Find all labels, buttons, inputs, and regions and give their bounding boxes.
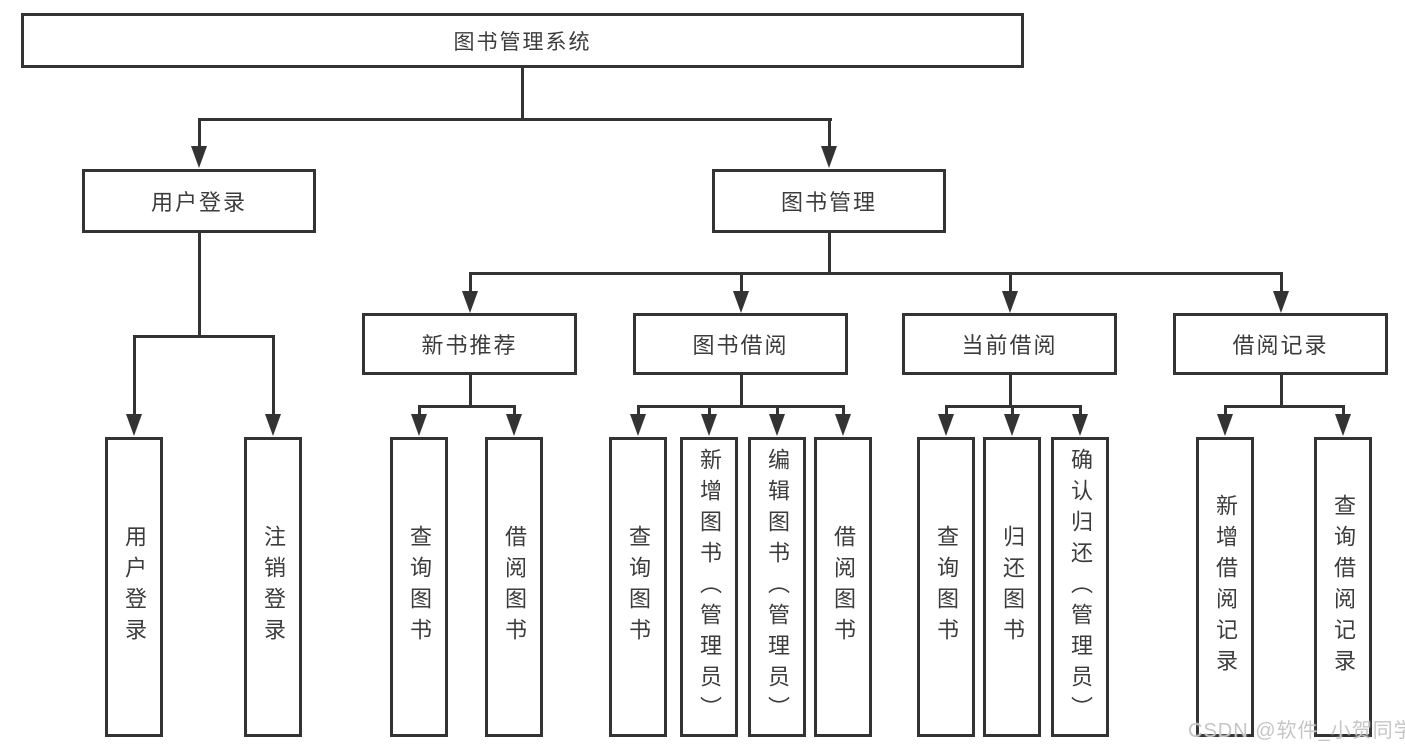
leaf-cb-query-book-label: 查询图书 [934,525,959,649]
leaf-bb-add-book-admin: 新增图书（管理员） [680,437,738,737]
connector-line [740,375,743,405]
arrow-head [411,414,427,436]
arrow-head [126,414,142,436]
node-book-borrow: 图书借阅 [633,313,848,375]
connector-line [198,233,201,335]
arrow-head [1217,414,1233,436]
arrow-head [1273,291,1289,313]
leaf-bb-borrow-book-label: 借阅图书 [831,525,856,649]
arrow-head [733,291,749,313]
connector-line [637,405,640,419]
leaf-br-query-record: 查询借阅记录 [1314,437,1372,737]
node-book-management-label: 图书管理 [780,190,877,215]
connector-line [133,335,136,417]
arrow-head [1002,291,1018,313]
connector-line [469,272,472,295]
node-user-login: 用户登录 [82,169,316,233]
arrow-head [630,414,646,436]
leaf-bb-borrow-book: 借阅图书 [814,437,872,737]
arrow-head [462,291,478,313]
connector-line [198,118,832,121]
connector-line [1009,375,1012,405]
connector-line [828,118,831,150]
leaf-bb-query-book: 查询图书 [609,437,667,737]
leaf-user-login-label: 用户登录 [122,525,147,649]
leaf-br-add-record: 新增借阅记录 [1196,437,1254,737]
connector-line [469,272,1283,275]
arrow-head [769,414,785,436]
arrow-head [821,146,837,168]
connector-line [1009,272,1012,295]
leaf-user-login: 用户登录 [105,437,163,737]
connector-line [1280,272,1283,295]
connector-line [1224,405,1345,408]
connector-line [418,405,421,419]
arrow-head [938,414,954,436]
arrow-head [835,414,851,436]
node-borrow-record-label: 借阅记录 [1232,333,1329,358]
leaf-bb-query-book-label: 查询图书 [626,525,651,649]
leaf-br-add-record-label: 新增借阅记录 [1213,494,1238,680]
leaf-nbr-borrow-book-label: 借阅图书 [502,525,527,649]
leaf-bb-add-book-admin-label: 新增图书（管理员） [697,447,722,727]
connector-line [1011,405,1014,419]
node-root: 图书管理系统 [21,13,1024,68]
connector-line [740,272,743,295]
connector-line [133,335,275,338]
node-root-label: 图书管理系统 [453,30,592,54]
leaf-br-query-record-label: 查询借阅记录 [1331,494,1356,680]
node-user-login-label: 用户登录 [150,190,247,215]
watermark: CSDN @软件_小贺同学 [1188,720,1405,742]
connector-line [828,233,831,272]
node-current-borrow-label: 当前借阅 [961,333,1058,358]
connector-line [513,405,516,419]
connector-line [1280,375,1283,405]
leaf-cb-confirm-return-admin: 确认归还（管理员） [1051,437,1109,737]
connector-line [842,405,845,419]
leaf-cb-query-book: 查询图书 [917,437,975,737]
connector-line [637,405,845,408]
connector-line [708,405,711,419]
arrow-head [1335,414,1351,436]
arrow-head [191,146,207,168]
connector-line [521,68,524,118]
leaf-nbr-query-book-label: 查询图书 [407,525,432,649]
connector-line [1224,405,1227,419]
leaf-logout: 注销登录 [244,437,302,737]
connector-line [418,405,516,408]
leaf-cb-confirm-return-admin-label: 确认归还（管理员） [1068,447,1093,727]
connector-line [272,335,275,417]
leaf-bb-edit-book-admin: 编辑图书（管理员） [748,437,806,737]
arrow-head [701,414,717,436]
connector-line [1342,405,1345,419]
arrow-head [506,414,522,436]
connector-line [945,405,948,419]
arrow-head [265,414,281,436]
leaf-bb-edit-book-admin-label: 编辑图书（管理员） [765,447,790,727]
node-new-book-recommend: 新书推荐 [362,313,577,375]
leaf-cb-return-book: 归还图书 [983,437,1041,737]
connector-line [198,118,201,150]
leaf-cb-return-book-label: 归还图书 [1000,525,1025,649]
arrow-head [1004,414,1020,436]
leaf-nbr-query-book: 查询图书 [390,437,448,737]
node-new-book-recommend-label: 新书推荐 [421,333,518,358]
arrow-head [1072,414,1088,436]
node-book-borrow-label: 图书借阅 [692,333,789,358]
connector-line [776,405,779,419]
leaf-logout-label: 注销登录 [261,525,286,649]
node-current-borrow: 当前借阅 [902,313,1117,375]
node-borrow-record: 借阅记录 [1173,313,1388,375]
node-book-management: 图书管理 [712,169,946,233]
connector-line [469,375,472,405]
connector-line [1079,405,1082,419]
leaf-nbr-borrow-book: 借阅图书 [485,437,543,737]
